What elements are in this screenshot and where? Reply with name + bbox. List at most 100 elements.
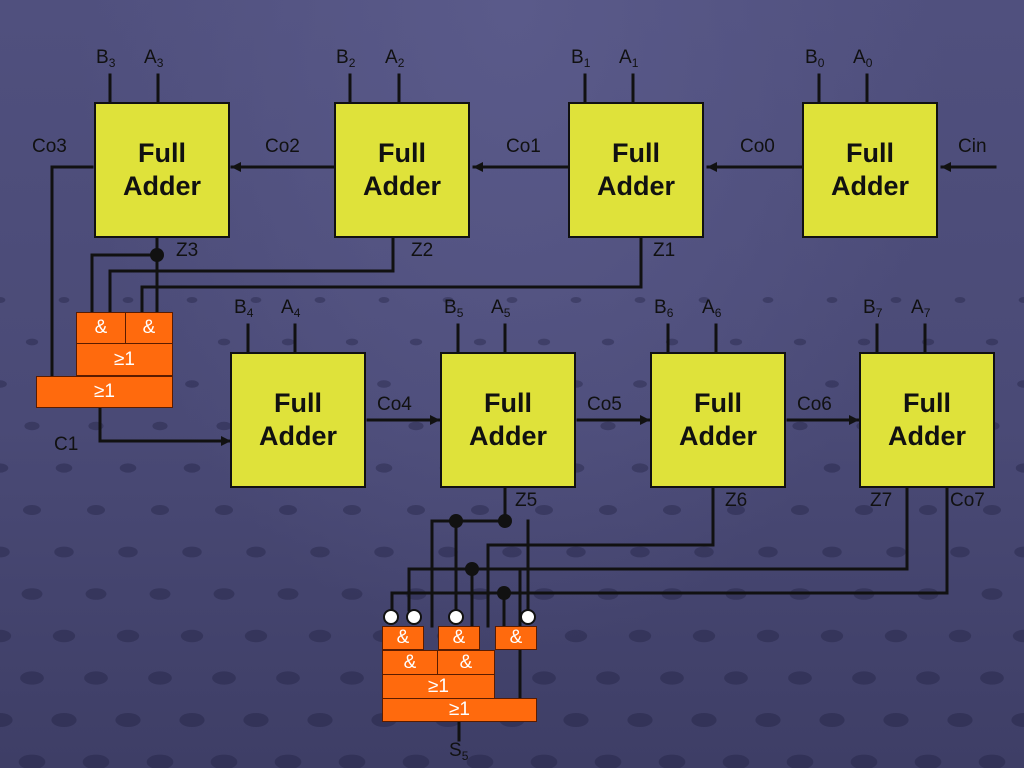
adder-label-line2: Adder xyxy=(830,171,909,201)
background-dimple xyxy=(183,463,201,473)
carry-co7-label: Co7 xyxy=(950,490,985,511)
input-b0: B0 xyxy=(805,47,825,70)
background-dimple xyxy=(919,505,937,515)
sum-z7-label: Z7 xyxy=(870,490,893,511)
background-dimple xyxy=(51,713,77,727)
background-dimple xyxy=(85,588,107,600)
adder-label-line1: Full xyxy=(694,388,742,418)
input-b4: B4 xyxy=(234,297,254,320)
or-gate: ≥1 xyxy=(36,376,173,408)
background-dimple xyxy=(883,713,909,727)
background-dimple xyxy=(698,297,710,303)
background-dimple xyxy=(791,505,809,515)
and-gate: & xyxy=(125,312,173,344)
sum-z1-label: Z1 xyxy=(653,240,676,261)
background-dimple xyxy=(820,629,844,643)
input-a4: A4 xyxy=(281,297,301,320)
background-dimple xyxy=(185,380,199,388)
adder-label-line2: Adder xyxy=(258,421,337,451)
background-dimple xyxy=(857,338,871,346)
background-dimple xyxy=(152,421,168,431)
or-gate: ≥1 xyxy=(76,343,173,376)
input-b3: B3 xyxy=(96,47,116,70)
full-adder-4: Full Adder xyxy=(230,352,366,488)
full-adder-7: Full Adder xyxy=(859,352,995,488)
and-gate: & xyxy=(438,626,480,650)
background-dimple xyxy=(980,671,1004,685)
background-dimple xyxy=(852,671,876,685)
carry-co2-label: Co2 xyxy=(265,136,300,157)
background-dimple xyxy=(758,546,778,558)
full-adder-2: Full Adder xyxy=(334,102,470,238)
background-dimple xyxy=(21,588,43,600)
adder-label-line1: Full xyxy=(378,138,426,168)
background-dimple xyxy=(212,671,236,685)
background-dimple xyxy=(1017,380,1024,388)
background-dimple xyxy=(914,754,942,768)
adder-label-line1: Full xyxy=(846,138,894,168)
background-dimple xyxy=(25,338,39,346)
background-dimple xyxy=(118,546,138,558)
output-s5-label: S5 xyxy=(449,740,469,763)
background-dimple xyxy=(819,713,845,727)
background-dimple xyxy=(502,546,522,558)
or-gate: ≥1 xyxy=(382,698,537,722)
background-dimple xyxy=(116,629,140,643)
carry-co3-label: Co3 xyxy=(32,136,67,157)
background-dimple xyxy=(84,671,108,685)
background-dimple xyxy=(823,463,841,473)
full-adder-0: Full Adder xyxy=(802,102,938,238)
background-dimple xyxy=(566,546,586,558)
background-dimple xyxy=(180,629,204,643)
background-dimple xyxy=(58,297,70,303)
background-dimple xyxy=(729,338,743,346)
input-a5: A5 xyxy=(491,297,511,320)
background-dimple xyxy=(633,380,647,388)
adder-label-line1: Full xyxy=(274,388,322,418)
background-dimple xyxy=(985,338,999,346)
and-gate: & xyxy=(495,626,537,650)
background-dimple xyxy=(149,588,171,600)
background-dimple xyxy=(377,380,391,388)
background-dimple xyxy=(890,297,902,303)
background-dimple xyxy=(0,713,13,727)
background-dimple xyxy=(850,754,878,768)
sum-z2-label: Z2 xyxy=(411,240,434,261)
background-dimple xyxy=(535,505,553,515)
adder-label-line1: Full xyxy=(612,138,660,168)
adder-label-line1: Full xyxy=(903,388,951,418)
background-dimple xyxy=(599,505,617,515)
background-dimple xyxy=(55,463,73,473)
background-dimple xyxy=(948,629,972,643)
background-dimple xyxy=(0,463,9,473)
background-dimple xyxy=(724,671,748,685)
background-dimple xyxy=(210,754,238,768)
background-dimple xyxy=(727,505,745,515)
sum-z3-label: Z3 xyxy=(176,240,199,261)
background-dimple xyxy=(244,629,268,643)
background-dimple xyxy=(343,505,361,515)
background-dimple xyxy=(243,713,269,727)
input-b2: B2 xyxy=(336,47,356,70)
sum-z6-label: Z6 xyxy=(725,490,748,511)
background-dimple xyxy=(825,380,839,388)
background-dimple xyxy=(0,546,10,558)
background-dimple xyxy=(596,671,620,685)
background-dimple xyxy=(119,463,137,473)
adder-label-line1: Full xyxy=(138,138,186,168)
background-dimple xyxy=(916,671,940,685)
adder-label-line2: Adder xyxy=(596,171,675,201)
background-dimple xyxy=(627,713,653,727)
background-dimple xyxy=(722,754,750,768)
background-dimple xyxy=(345,338,359,346)
adder-label-line2: Adder xyxy=(887,421,966,451)
input-a6: A6 xyxy=(702,297,722,320)
background-dimple xyxy=(274,754,302,768)
background-dimple xyxy=(947,713,973,727)
background-dimple xyxy=(246,546,266,558)
carry-co4-label: Co4 xyxy=(377,394,412,415)
background-dimple xyxy=(0,380,7,388)
carry-c1-label: C1 xyxy=(54,434,79,455)
full-adder-1: Full Adder xyxy=(568,102,704,238)
background-dimple xyxy=(983,505,1001,515)
